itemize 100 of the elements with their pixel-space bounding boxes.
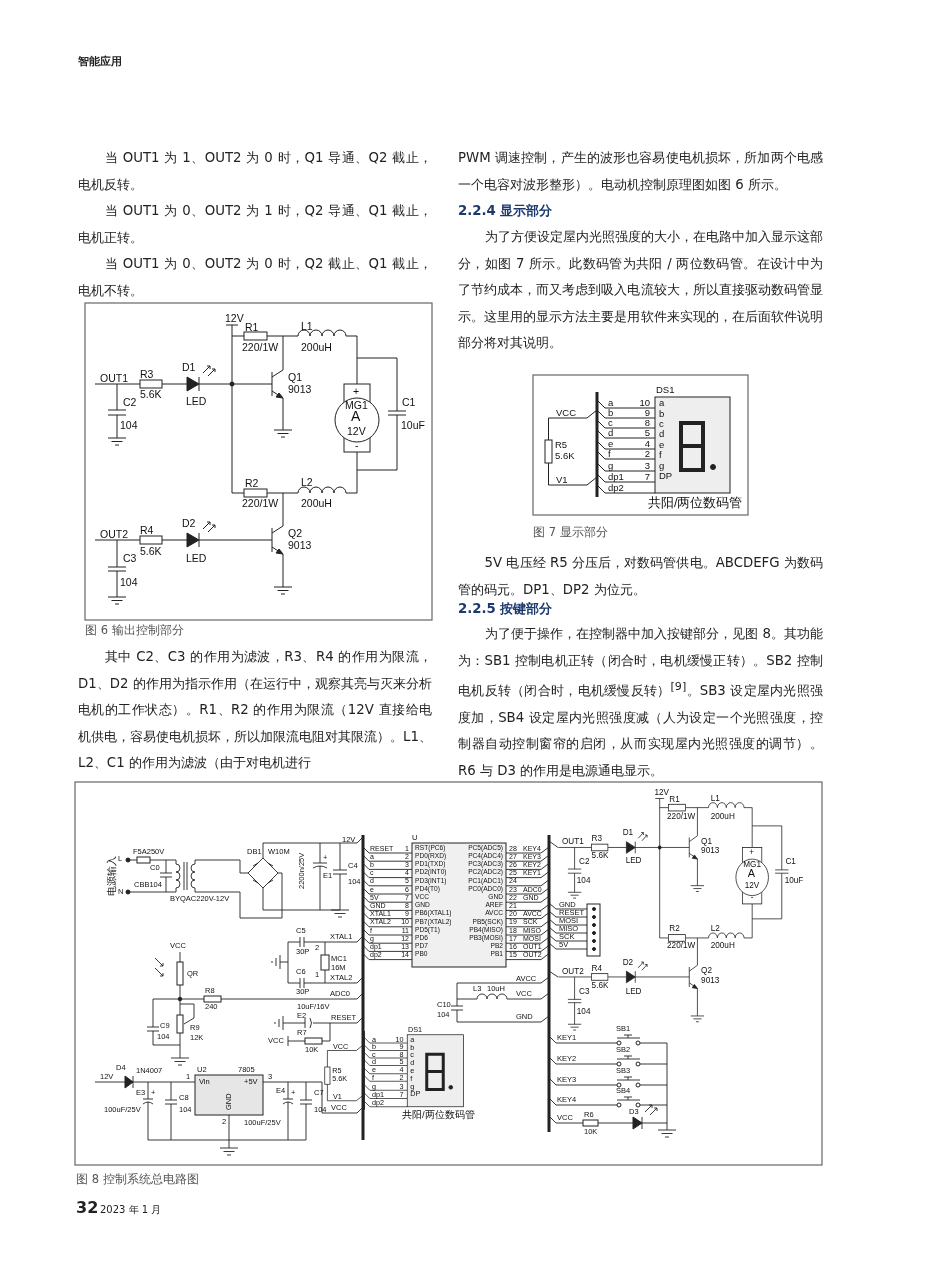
body-paragraph: 为了便于操作，在控制器中加入按键部分，见图 8。其功能为：SB1 控制电机正转（闭合时，电机缓慢正转）。SB2 控制电机反转（闭合时，电机缓慢反转）$^{[9]}$。SB3 设定屋内光照强度加，SB4 设定屋内光照强度减（人为设定一个光照强度，控制器自动控制窗帘的启闭，从而实现屋内光照强度的调节）。R6 与 D3 的作用是电源通电显示。 [458,625,823,780]
component-label: d [659,429,665,439]
component-label: VCC [556,408,577,418]
section-heading: 2.2.5 按键部分 [458,600,553,618]
component-label: C3 [579,987,590,996]
component-label: 电源输入 [107,856,117,896]
component-label: g [659,461,665,471]
component-label: LED [186,396,207,407]
component-label: MG1 [345,400,368,411]
component-label: - [355,440,359,451]
issue-date: 2023 年 1 月 [100,1203,162,1217]
component-label: 200uH [710,942,735,951]
component-label: LED [186,553,207,564]
component-label: R1 [669,796,680,805]
component-label: + [353,386,360,397]
component-label: 共阳/两位数码管 [402,1109,475,1120]
component-label: 3 [644,461,650,471]
component-label: 104 [120,420,138,431]
component-label: MG1 [743,860,761,869]
component-label: 220/1W [242,498,279,509]
component-label: OUT1 [562,838,584,847]
component-label: L2 [301,477,313,488]
component-label: 5.6K [555,451,575,461]
component-label: Q1 [701,837,712,846]
component-label: 200uH [301,342,332,353]
component-label: a [659,398,665,408]
component-label: 5.6K [140,389,162,400]
component-label: D1 [622,829,634,838]
component-label: DP [659,471,673,481]
component-label: c [608,418,613,428]
component-label: A [747,868,755,880]
component-label: b [659,409,665,419]
body-paragraph: 为了方便设定屋内光照强度的大小，在电路中加入显示这部分，如图 7 所示。此数码管为共阳 / 两位数码管。在设计中为了节约成本，而又考虑到吸入电流较大，所以直接驱动数码管显示。这里用的显示方法主要是用软件来实现的，在后面软件说明部分将对其说明。 [458,228,823,352]
component-label: dp2 [608,483,624,493]
running-header: 智能应用 [78,55,122,69]
component-label: 10uF [784,877,804,886]
component-label: 104 [120,577,138,588]
component-label: C1 [785,858,796,867]
body-paragraph: 当 OUT1 为 1、OUT2 为 0 时，Q1 导通、Q2 截止，电机反转。 [78,149,432,194]
component-label: 12V [225,313,244,324]
component-label: OUT1 [100,373,128,384]
component-label: 4 [644,439,650,449]
component-label: LED [625,857,642,866]
component-label: 12V [654,788,670,797]
component-label: e [659,440,665,450]
page-number: 32 [76,1198,99,1217]
component-label: 10uF [401,420,425,431]
component-label: f [659,450,662,460]
component-label: R3 [140,369,154,380]
component-label: - [750,893,754,903]
figure-caption: 图 6 输出控制部分 [85,623,184,638]
component-label: OUT2 [562,967,584,976]
component-label: R1 [245,322,259,333]
component-label: c [659,419,664,429]
component-label: V1 [556,475,568,485]
component-label: 9013 [701,847,720,856]
component-label: 200uH [710,812,735,821]
component-label: Q2 [288,528,302,539]
body-paragraph: 当 OUT1 为 0、OUT2 为 0 时，Q2 截止、Q1 截止，电机不转。 [78,255,432,300]
body-paragraph: PWM 调速控制，产生的波形也容易使电机损坏，所加两个电感一个电容对波形整形）。电动机控制原理图如图 6 所示。 [458,149,823,194]
component-label: e [608,439,614,449]
component-label: 220/1W [667,942,696,951]
component-label: R2 [669,925,680,934]
component-label: 200uH [301,498,332,509]
component-label: D2 [622,958,634,967]
component-label: 220/1W [242,342,279,353]
section-heading: 2.2.4 显示部分 [458,202,553,220]
component-label: a [608,398,614,408]
component-label: 2 [644,449,650,459]
component-label: 9013 [701,976,720,986]
component-label: f [608,449,611,459]
component-label: 共阳/两位数码管 [648,497,743,510]
component-label: g [608,461,614,471]
component-label: C2 [579,858,590,867]
component-label: L1 [301,321,313,332]
body-paragraph: 当 OUT1 为 0、OUT2 为 1 时，Q2 导通、Q1 截止，电机正转。 [78,202,432,247]
component-label: D2 [182,518,196,529]
component-label: d [608,428,614,438]
component-label: 9 [644,408,650,418]
component-label: 104 [576,1007,591,1016]
component-label: C1 [402,397,416,408]
component-label: 5.6K [591,851,609,860]
component-label: R2 [245,478,259,489]
component-label: 12V [744,882,760,891]
component-label: OUT2 [100,529,128,540]
component-label: 12V [347,426,366,437]
component-label: Q2 [701,967,712,976]
component-label: 5.6K [591,981,609,991]
component-label: R5 [555,440,568,450]
component-label: A [351,409,361,423]
component-label: 7 [644,472,650,482]
component-label: L1 [710,795,720,804]
component-label: dp1 [608,472,624,482]
body-paragraph: 5V 电压经 R5 分压后，对数码管供电。ABCDEFG 为数码管的码元。DP1、DP2 为位元。 [458,554,823,599]
component-label: 10 [639,398,650,408]
component-label: 5 [644,428,650,438]
component-label: C3 [123,553,137,564]
component-label: R3 [591,835,603,844]
component-label: 9013 [288,384,312,395]
component-label: DS1 [656,385,675,395]
